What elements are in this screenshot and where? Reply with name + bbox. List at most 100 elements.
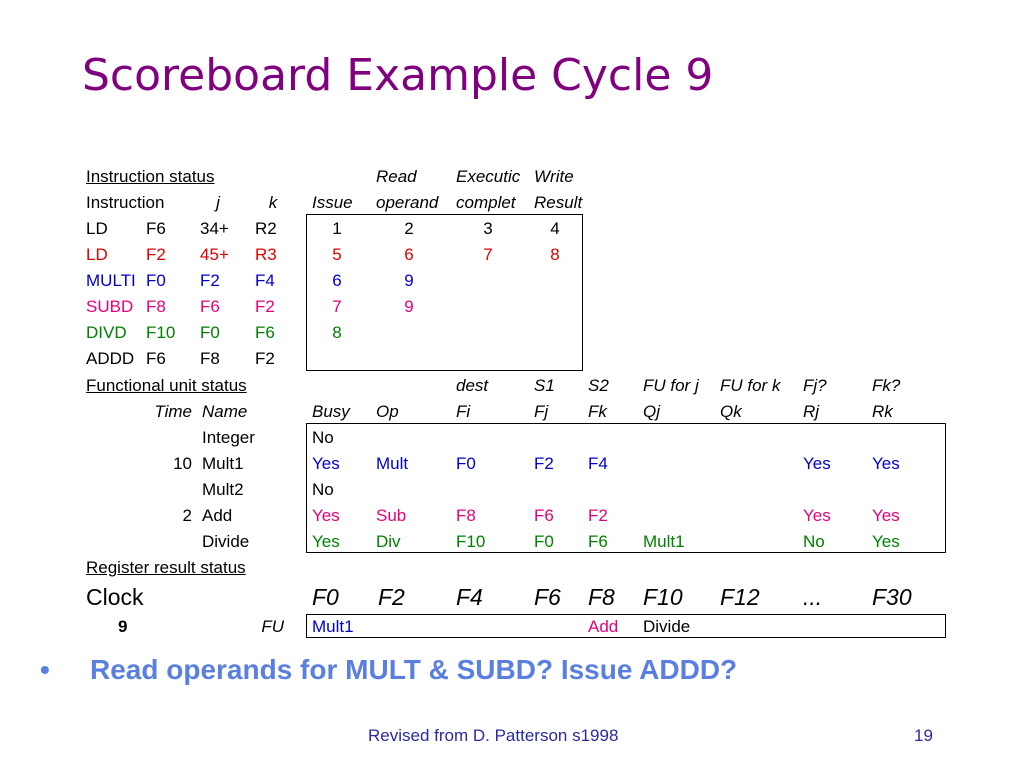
slide-title: Scoreboard Example Cycle 9	[82, 50, 714, 101]
fu-cell-qj	[643, 428, 717, 448]
instruction-status-label: Instruction status	[86, 167, 215, 186]
fu-cell-time	[130, 480, 192, 500]
fu-cell-name: Add	[202, 506, 233, 525]
instr-cell-j: 34+	[200, 219, 229, 238]
instr-cell-op: LD	[86, 219, 108, 238]
dest-header: dest	[456, 376, 489, 395]
page-number: 19	[914, 726, 933, 745]
register-name: ...	[803, 584, 823, 610]
rj-header: Rj	[803, 402, 820, 421]
fu-cell-qj: Mult1	[643, 532, 685, 551]
fu-cell-fk	[588, 428, 638, 448]
qj-header: Qj	[643, 402, 660, 421]
fu-for-j-header: FU for j	[643, 376, 699, 395]
fu-cell-fj	[534, 480, 584, 500]
fu-cell-rj: Yes	[803, 506, 831, 525]
fu-cell-busy: No	[312, 480, 334, 499]
instr-cell-write	[534, 271, 576, 291]
s1-header: S1	[534, 376, 555, 395]
exec-complete-header: complet	[456, 193, 516, 212]
fu-cell-op: Mult	[376, 454, 409, 473]
instr-cell-k: R3	[255, 245, 277, 264]
fu-cell-qk	[720, 428, 794, 448]
instr-cell-exec: 7	[483, 245, 493, 264]
k-header: k	[268, 193, 278, 212]
fu-cell-busy: Yes	[312, 454, 340, 473]
instr-cell-d: F10	[146, 323, 176, 342]
fu-cell-fj: F2	[534, 454, 554, 473]
fu-cell-fk: F2	[588, 506, 608, 525]
fj-header: Fj	[534, 402, 549, 421]
register-fu	[378, 617, 452, 637]
name-header: Name	[202, 402, 248, 421]
busy-header: Busy	[312, 402, 350, 421]
fu-cell-fi: F8	[456, 506, 476, 525]
register-fu	[456, 617, 530, 637]
instr-cell-read: 9	[404, 297, 414, 316]
fu-cell-qj	[643, 480, 717, 500]
instr-cell-d: F2	[146, 245, 166, 264]
fu-cell-fj: F0	[534, 532, 554, 551]
instr-cell-issue: 1	[332, 219, 342, 238]
instr-cell-write	[534, 349, 576, 369]
instr-cell-read: 2	[404, 219, 414, 238]
clock-label: Clock	[86, 584, 144, 610]
instr-cell-write: 4	[550, 219, 560, 238]
fu-cell-op	[376, 480, 446, 500]
write-header: Write	[534, 167, 574, 186]
fu-cell-name: Divide	[202, 532, 250, 551]
instr-cell-j: F0	[200, 323, 220, 342]
instr-cell-k: F2	[255, 349, 275, 368]
fu-cell-fk: F4	[588, 454, 608, 473]
instr-cell-issue	[312, 349, 362, 369]
qk-header: Qk	[720, 402, 742, 421]
fu-cell-rj	[803, 428, 865, 448]
read-operands-header: operand	[376, 193, 439, 212]
fu-cell-name: Integer	[202, 428, 255, 447]
fu-cell-time	[130, 428, 192, 448]
instr-cell-j: F6	[200, 297, 220, 316]
instr-cell-issue: 5	[332, 245, 342, 264]
footer-credit: Revised from D. Patterson s1998	[368, 726, 619, 745]
register-fu	[720, 617, 800, 637]
instr-cell-d: F8	[146, 297, 166, 316]
fi-header: Fi	[456, 402, 471, 421]
register-name: F4	[456, 584, 483, 610]
instr-cell-op: MULTI	[86, 271, 136, 290]
fu-cell-rk	[872, 428, 934, 448]
bullet-question: •Read operands for MULT & SUBD? Issue AD…	[40, 654, 737, 686]
instr-cell-op: SUBD	[86, 297, 134, 316]
instr-cell-j: F2	[200, 271, 220, 290]
register-status-box	[306, 614, 946, 638]
register-name: F10	[643, 584, 683, 610]
instr-cell-exec	[456, 297, 520, 317]
fu-cell-rk: Yes	[872, 506, 900, 525]
register-fu: Mult1	[312, 617, 354, 636]
fk-ready-header: Fk?	[872, 376, 901, 395]
read-header: Read	[376, 167, 417, 186]
fu-cell-rj: Yes	[803, 454, 831, 473]
instr-cell-d: F6	[146, 349, 166, 368]
bullet-dot-icon: •	[40, 654, 50, 685]
fu-cell-fj: F6	[534, 506, 554, 525]
fu-cell-time: 2	[182, 506, 192, 525]
fu-cell-busy: No	[312, 428, 334, 447]
instr-cell-read: 9	[404, 271, 414, 290]
fu-cell-busy: Yes	[312, 506, 340, 525]
instr-cell-read: 6	[404, 245, 414, 264]
instr-cell-op: ADDD	[86, 349, 135, 368]
fu-cell-name: Mult2	[202, 480, 244, 499]
fu-cell-op	[376, 428, 446, 448]
register-name: F8	[588, 584, 615, 610]
fk-header: Fk	[588, 402, 607, 421]
fu-cell-time	[130, 532, 192, 552]
fu-cell-op: Sub	[376, 506, 407, 525]
instr-cell-d: F6	[146, 219, 166, 238]
fu-cell-rk: Yes	[872, 454, 900, 473]
register-name: F6	[534, 584, 561, 610]
instruction-header: Instruction	[86, 193, 165, 212]
register-name: F12	[720, 584, 760, 610]
fu-cell-rj	[803, 480, 865, 500]
fu-cell-busy: Yes	[312, 532, 340, 551]
